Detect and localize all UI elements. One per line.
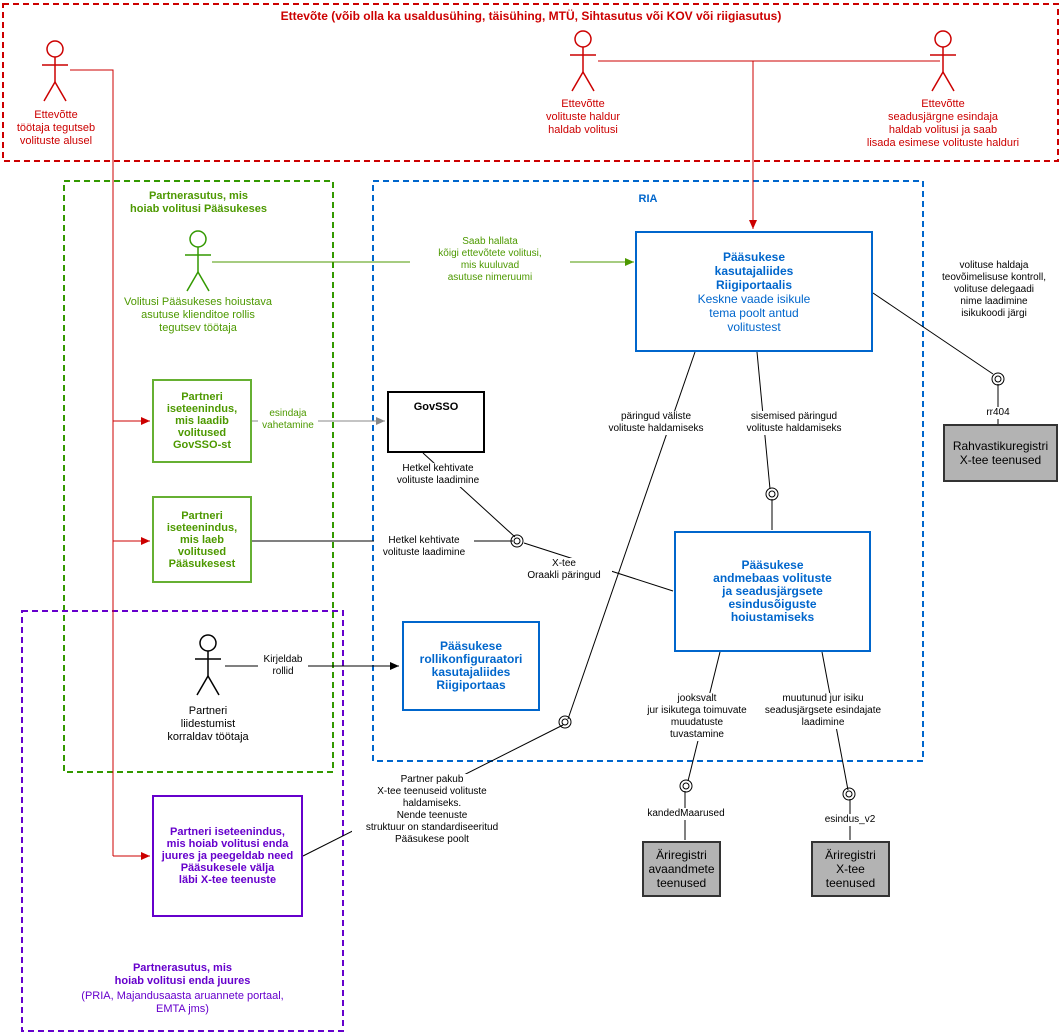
label-changed-rep: muutunud jur isiku seadusjärgsete esinda… <box>758 693 888 729</box>
label-external-queries: päringud väliste volituste haldamiseks <box>594 411 718 435</box>
partner-paasuke-box[interactable]: Partneri iseteenindus, mis laeb volituse… <box>152 496 252 583</box>
database-box[interactable]: Pääsukese andmebaas volituste ja seadusj… <box>674 531 871 652</box>
socket-external <box>558 715 572 729</box>
ariregister-xtee-box[interactable]: Äriregistri X-tee teenused <box>811 841 890 897</box>
role-config-label: Pääsukese rollikonfiguraatori kasutajali… <box>419 639 523 692</box>
actor-integrator-figure <box>195 634 221 696</box>
socket-kanded <box>679 779 693 793</box>
socket-esindus <box>842 787 856 801</box>
role-config-box[interactable]: Pääsukese rollikonfiguraatori kasutajali… <box>402 621 540 711</box>
partner-own-group-title: Partnerasutus, mis hoiab volitusi enda j… <box>114 962 251 987</box>
partner-paasuke-group-title: Partnerasutus, mis hoiab volitusi Pääsuk… <box>130 190 267 215</box>
partner-own-label: Partneri iseteenindus, mis hoiab volitus… <box>161 826 294 886</box>
socket-internal <box>765 487 779 501</box>
company-group-title: Ettevõte (võib olla ka usaldusühing, täi… <box>280 9 782 23</box>
ariregister-xtee-label: Äriregistri X-tee teenused <box>825 848 876 890</box>
company-group <box>2 3 1059 162</box>
partner-own-box[interactable]: Partneri iseteenindus, mis hoiab volitus… <box>152 795 303 917</box>
actor-manager-figure <box>570 30 596 92</box>
partner-govsso-box[interactable]: Partneri iseteenindus, mis laadib volitu… <box>152 379 252 463</box>
edge-employee-vertical <box>70 69 114 856</box>
label-kanded: kandedMaarused <box>636 808 736 820</box>
partner-paasuke-label: Partneri iseteenindus, mis laeb volituse… <box>166 509 238 570</box>
label-current-load-paasuke: Hetkel kehtivate volituste laadimine <box>374 535 474 559</box>
portal-subtitle: Keskne vaade isikule tema poolt antud vo… <box>697 291 811 334</box>
label-describe-roles: Kirjeldab rollid <box>258 654 308 678</box>
label-continuous: jooksvalt jur isikutega toimuvate muudat… <box>634 693 760 741</box>
actor-legal-rep-label: Ettevõtte seadusjärgne esindaja haldab v… <box>866 98 1020 149</box>
actor-employee-label: Ettevõtte töötaja tegutseb volituste alu… <box>16 109 96 147</box>
label-esindus: esindus_v2 <box>805 814 895 826</box>
partner-own-group-subtitle: (PRIA, Majandusaasta aruannete portaal, … <box>81 990 284 1015</box>
label-internal-queries: sisemised päringud volituste haldamiseks <box>736 411 852 435</box>
partner-own-group <box>21 610 344 1032</box>
rahvastik-box[interactable]: Rahvastikuregistri X-tee teenused <box>943 424 1058 482</box>
database-label: Pääsukese andmebaas volituste ja seadusj… <box>713 558 832 624</box>
actor-legal-rep-figure <box>930 30 956 92</box>
edge-portal-to-rr-socket <box>872 292 994 375</box>
portal-box[interactable]: Pääsukese kasutajaliides Riigiportaalis … <box>635 231 873 352</box>
govsso-label: GovSSO <box>413 401 459 413</box>
portal-title: Pääsukese kasutajaliides Riigiportaalis <box>714 249 794 292</box>
socket-xtee-oracle <box>510 534 524 548</box>
partner-paasuke-group <box>63 180 334 773</box>
ria-group <box>372 180 924 762</box>
partner-govsso-label: Partneri iseteenindus, mis laadib volitu… <box>166 391 238 451</box>
label-rr404: rr404 <box>978 407 1018 419</box>
actor-clerk-figure <box>185 230 211 292</box>
ariregister-open-box[interactable]: Äriregistri avaandmete teenused <box>642 841 721 897</box>
label-current-load-govsso: Hetkel kehtivate volituste laadimine <box>388 463 488 487</box>
actor-manager-label: Ettevõtte volituste haldur haldab volitu… <box>546 98 620 136</box>
actor-clerk-label: Volitusi Pääsukeses hoiustava asutuse kl… <box>124 296 272 334</box>
label-xtee-oracle: X-tee Oraakli päringud <box>516 558 612 582</box>
label-control: volituse haldaja teovõimelisuse kontroll… <box>928 260 1060 320</box>
ariregister-open-label: Äriregistri avaandmete teenused <box>648 848 715 890</box>
rahvastik-label: Rahvastikuregistri X-tee teenused <box>952 439 1049 467</box>
actor-integrator-label: Partneri liidestumist korraldav töötaja <box>167 705 249 743</box>
govsso-box[interactable]: GovSSO <box>387 391 485 453</box>
label-representative-change: esindaja vahetamine <box>258 408 318 432</box>
socket-rr404 <box>991 372 1005 386</box>
label-manage-all: Saab hallata kõigi ettevõtete volitusi, … <box>410 236 570 284</box>
actor-employee-figure <box>42 40 68 102</box>
ria-group-title: RIA <box>638 193 658 205</box>
label-partner-provides: Partner pakub X-tee teenuseid volituste … <box>352 774 512 846</box>
